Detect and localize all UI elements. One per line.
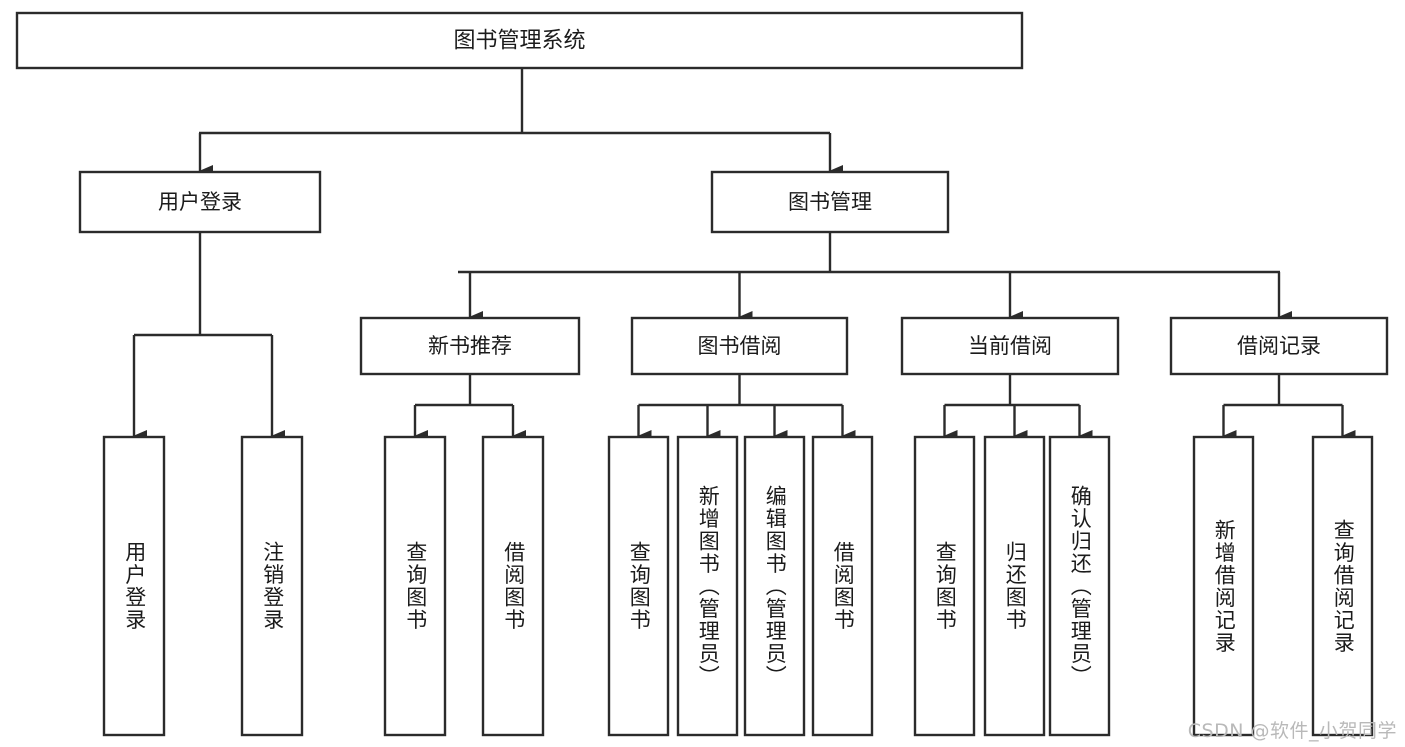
node-root-box [15, 11, 1024, 70]
leaf-box-leaf-query-book-c[interactable] [913, 435, 976, 737]
leaf-box-leaf-return-book[interactable] [983, 435, 1046, 737]
node-user-login[interactable]: 用户登录 [78, 170, 322, 234]
leaf-box-leaf-add-record[interactable] [1192, 435, 1255, 737]
leaf-box-leaf-edit-book[interactable] [743, 435, 806, 737]
leaf-box-leaf-add-book[interactable] [676, 435, 739, 737]
node-book-manage-box [710, 170, 950, 234]
leaf-box-leaf-query-book-a[interactable] [383, 435, 447, 737]
leaf-box-leaf-query-record[interactable] [1311, 435, 1374, 737]
connector-layer [132, 68, 1356, 442]
leaf-box-leaf-user-logout[interactable] [240, 435, 304, 737]
node-new-book-recommend-box [359, 316, 581, 376]
node-book-manage-label: 图书管理 [788, 190, 872, 214]
node-root-label: 图书管理系统 [453, 29, 585, 54]
node-new-book-recommend-label: 新书推荐 [428, 334, 512, 358]
node-current-borrow-box [900, 316, 1120, 376]
node-book-manage[interactable]: 图书管理 [710, 170, 950, 234]
node-current-borrow-label: 当前借阅 [968, 334, 1052, 358]
leaf-box-leaf-borrow-book-a[interactable] [481, 435, 545, 737]
leaf-box-leaf-confirm-return[interactable] [1048, 435, 1111, 737]
node-new-book-recommend[interactable]: 新书推荐 [359, 316, 581, 376]
node-current-borrow[interactable]: 当前借阅 [900, 316, 1120, 376]
node-borrow-record-box [1169, 316, 1389, 376]
leaf-box-leaf-user-login[interactable] [102, 435, 166, 737]
node-book-borrow[interactable]: 图书借阅 [630, 316, 849, 376]
node-borrow-record[interactable]: 借阅记录 [1169, 316, 1389, 376]
leaf-box-leaf-borrow-book-b[interactable] [811, 435, 874, 737]
node-root[interactable]: 图书管理系统 [15, 11, 1024, 70]
leaf-box-leaf-query-book-b[interactable] [607, 435, 670, 737]
node-book-borrow-box [630, 316, 849, 376]
node-user-login-box [78, 170, 322, 234]
node-user-login-label: 用户登录 [158, 190, 242, 214]
node-book-borrow-label: 图书借阅 [698, 334, 782, 358]
node-borrow-record-label: 借阅记录 [1237, 334, 1321, 358]
